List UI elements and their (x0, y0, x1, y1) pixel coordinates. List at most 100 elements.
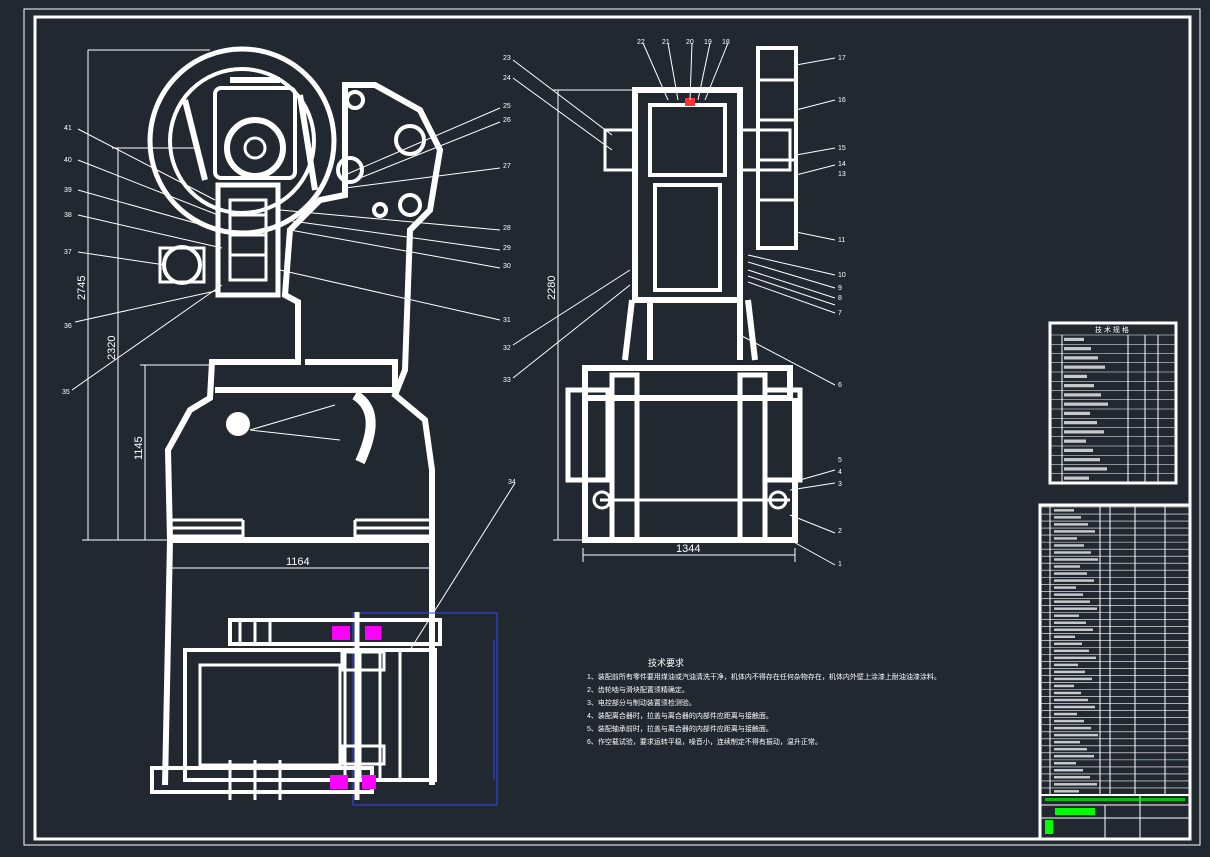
leader-40: 40 (64, 157, 72, 164)
spec-row-cell (1064, 374, 1087, 379)
parts-row-cell (1054, 537, 1077, 540)
parts-row-cell (1054, 635, 1075, 639)
leader-11: 11 (838, 237, 845, 244)
leader-35: 35 (62, 389, 70, 396)
parts-row-cell (1054, 593, 1083, 596)
dim-front-height: 2280 (546, 276, 558, 300)
inner-frame (33, 15, 1192, 841)
leader-37: 37 (64, 249, 72, 256)
leader-36: 36 (64, 323, 72, 330)
side-circle-hole (226, 412, 250, 436)
parts-row-cell (1054, 558, 1098, 561)
spec-row-cell (1064, 365, 1105, 369)
leader-3: 3 (838, 481, 842, 488)
parts-row-cell (1054, 600, 1090, 603)
parts-row-cell (1054, 642, 1082, 646)
parts-row-cell (1054, 754, 1094, 758)
magenta-block-4 (362, 775, 376, 789)
leader-7: 7 (838, 310, 842, 317)
flywheel-outer (147, 46, 337, 236)
leader-15: 15 (838, 145, 846, 152)
leader-39: 39 (64, 187, 72, 194)
spec-row-cell (1064, 421, 1097, 425)
parts-row-cell (1054, 649, 1089, 653)
parts-row-cell (1054, 761, 1076, 765)
parts-row-cell (1054, 509, 1074, 512)
parts-row-cell (1054, 607, 1097, 610)
plan-view (150, 612, 498, 806)
parts-row-cell (1054, 698, 1088, 702)
spec-row-cell (1064, 356, 1098, 360)
parts-list-rows (1040, 506, 1190, 796)
title-block-green-2 (1045, 820, 1053, 834)
tech-req-item-4: 4、装配离合器时，拉盖与离合器的内部件应距离与接触面。 (587, 711, 773, 720)
spec-row-cell (1064, 467, 1107, 471)
leader-41: 41 (64, 125, 72, 132)
leader-32: 32 (503, 345, 511, 352)
tech-req-item-6: 6、作空载试验，要求运转平稳，噪音小，连续制定不得有振动，温升正常。 (587, 737, 822, 746)
spec-row-cell (1064, 430, 1104, 434)
dim-front-width: 1344 (676, 543, 700, 555)
leader-25: 25 (503, 103, 511, 110)
leader-16: 16 (838, 97, 846, 104)
parts-row-cell (1054, 726, 1091, 730)
parts-row-cell (1054, 691, 1081, 695)
leader-19: 19 (704, 39, 712, 46)
leader-5: 5 (838, 457, 842, 464)
front-view: 2280 1344 23 24 22 21 20 19 18 17 16 15 … (503, 39, 846, 568)
outer-frame (23, 8, 1201, 846)
parts-row-cell (1054, 530, 1095, 533)
tech-req-item-2: 2、齿轮啮与滑块配置须精确定。 (587, 685, 689, 694)
spec-row-cell (1064, 439, 1086, 443)
front-red-mark (685, 98, 695, 106)
side-leaders-right: 25 26 27 28 29 30 31 34 (279, 103, 516, 651)
parts-row-cell (1054, 790, 1079, 793)
parts-row-cell (1054, 656, 1096, 660)
leader-6: 6 (838, 382, 842, 389)
front-leaders: 23 24 22 21 20 19 18 17 16 15 14 13 11 1… (503, 39, 846, 568)
flywheel-shaft (243, 136, 267, 160)
leader-2: 2 (838, 528, 842, 535)
leader-10: 10 (838, 272, 846, 279)
leader-38: 38 (64, 212, 72, 219)
parts-row-cell (1054, 719, 1084, 723)
leader-13: 13 (838, 171, 846, 178)
plan-selection-box (352, 612, 498, 806)
leader-29: 29 (503, 245, 511, 252)
leader-33: 33 (503, 377, 511, 384)
tech-req-item-5: 5、装配轴承前时，拉盖与离合器的内部件应距离与接触面。 (587, 724, 773, 733)
parts-row-cell (1054, 516, 1081, 519)
parts-row-cell (1054, 684, 1074, 688)
leader-26: 26 (503, 117, 511, 124)
magenta-block-3 (330, 775, 348, 789)
parts-row-cell (1054, 565, 1080, 568)
title-block-green-1 (1055, 808, 1095, 815)
parts-row-cell (1054, 544, 1084, 547)
parts-row-cell (1054, 586, 1076, 589)
side-leaders-left: 41 40 39 38 37 36 35 (62, 125, 223, 396)
parts-row-cell (1054, 628, 1093, 631)
tech-requirements-title: 技术要求 (648, 657, 684, 668)
spec-table-title: 技 术 规 格 (1095, 325, 1129, 334)
parts-row-cell (1054, 663, 1078, 667)
leader-22: 22 (637, 39, 645, 46)
parts-row-cell (1054, 712, 1077, 716)
leader-8: 8 (838, 295, 842, 302)
parts-row-cell (1054, 776, 1090, 779)
spec-row-cell (1064, 476, 1089, 480)
magenta-block-2 (365, 626, 381, 640)
dim-height-3: 1145 (133, 436, 145, 460)
spec-row-cell (1064, 448, 1093, 453)
parts-list (1038, 503, 1192, 841)
flywheel-inner (168, 67, 316, 215)
parts-row-cell (1054, 677, 1092, 681)
dim-height-2: 2320 (106, 336, 118, 360)
parts-row-cell (1054, 769, 1083, 772)
spec-row-cell (1064, 393, 1101, 397)
parts-row-cell (1054, 740, 1080, 744)
spec-row-cell (1064, 458, 1100, 462)
front-head (632, 87, 743, 303)
side-ram (215, 182, 281, 298)
leader-9: 9 (838, 285, 842, 292)
